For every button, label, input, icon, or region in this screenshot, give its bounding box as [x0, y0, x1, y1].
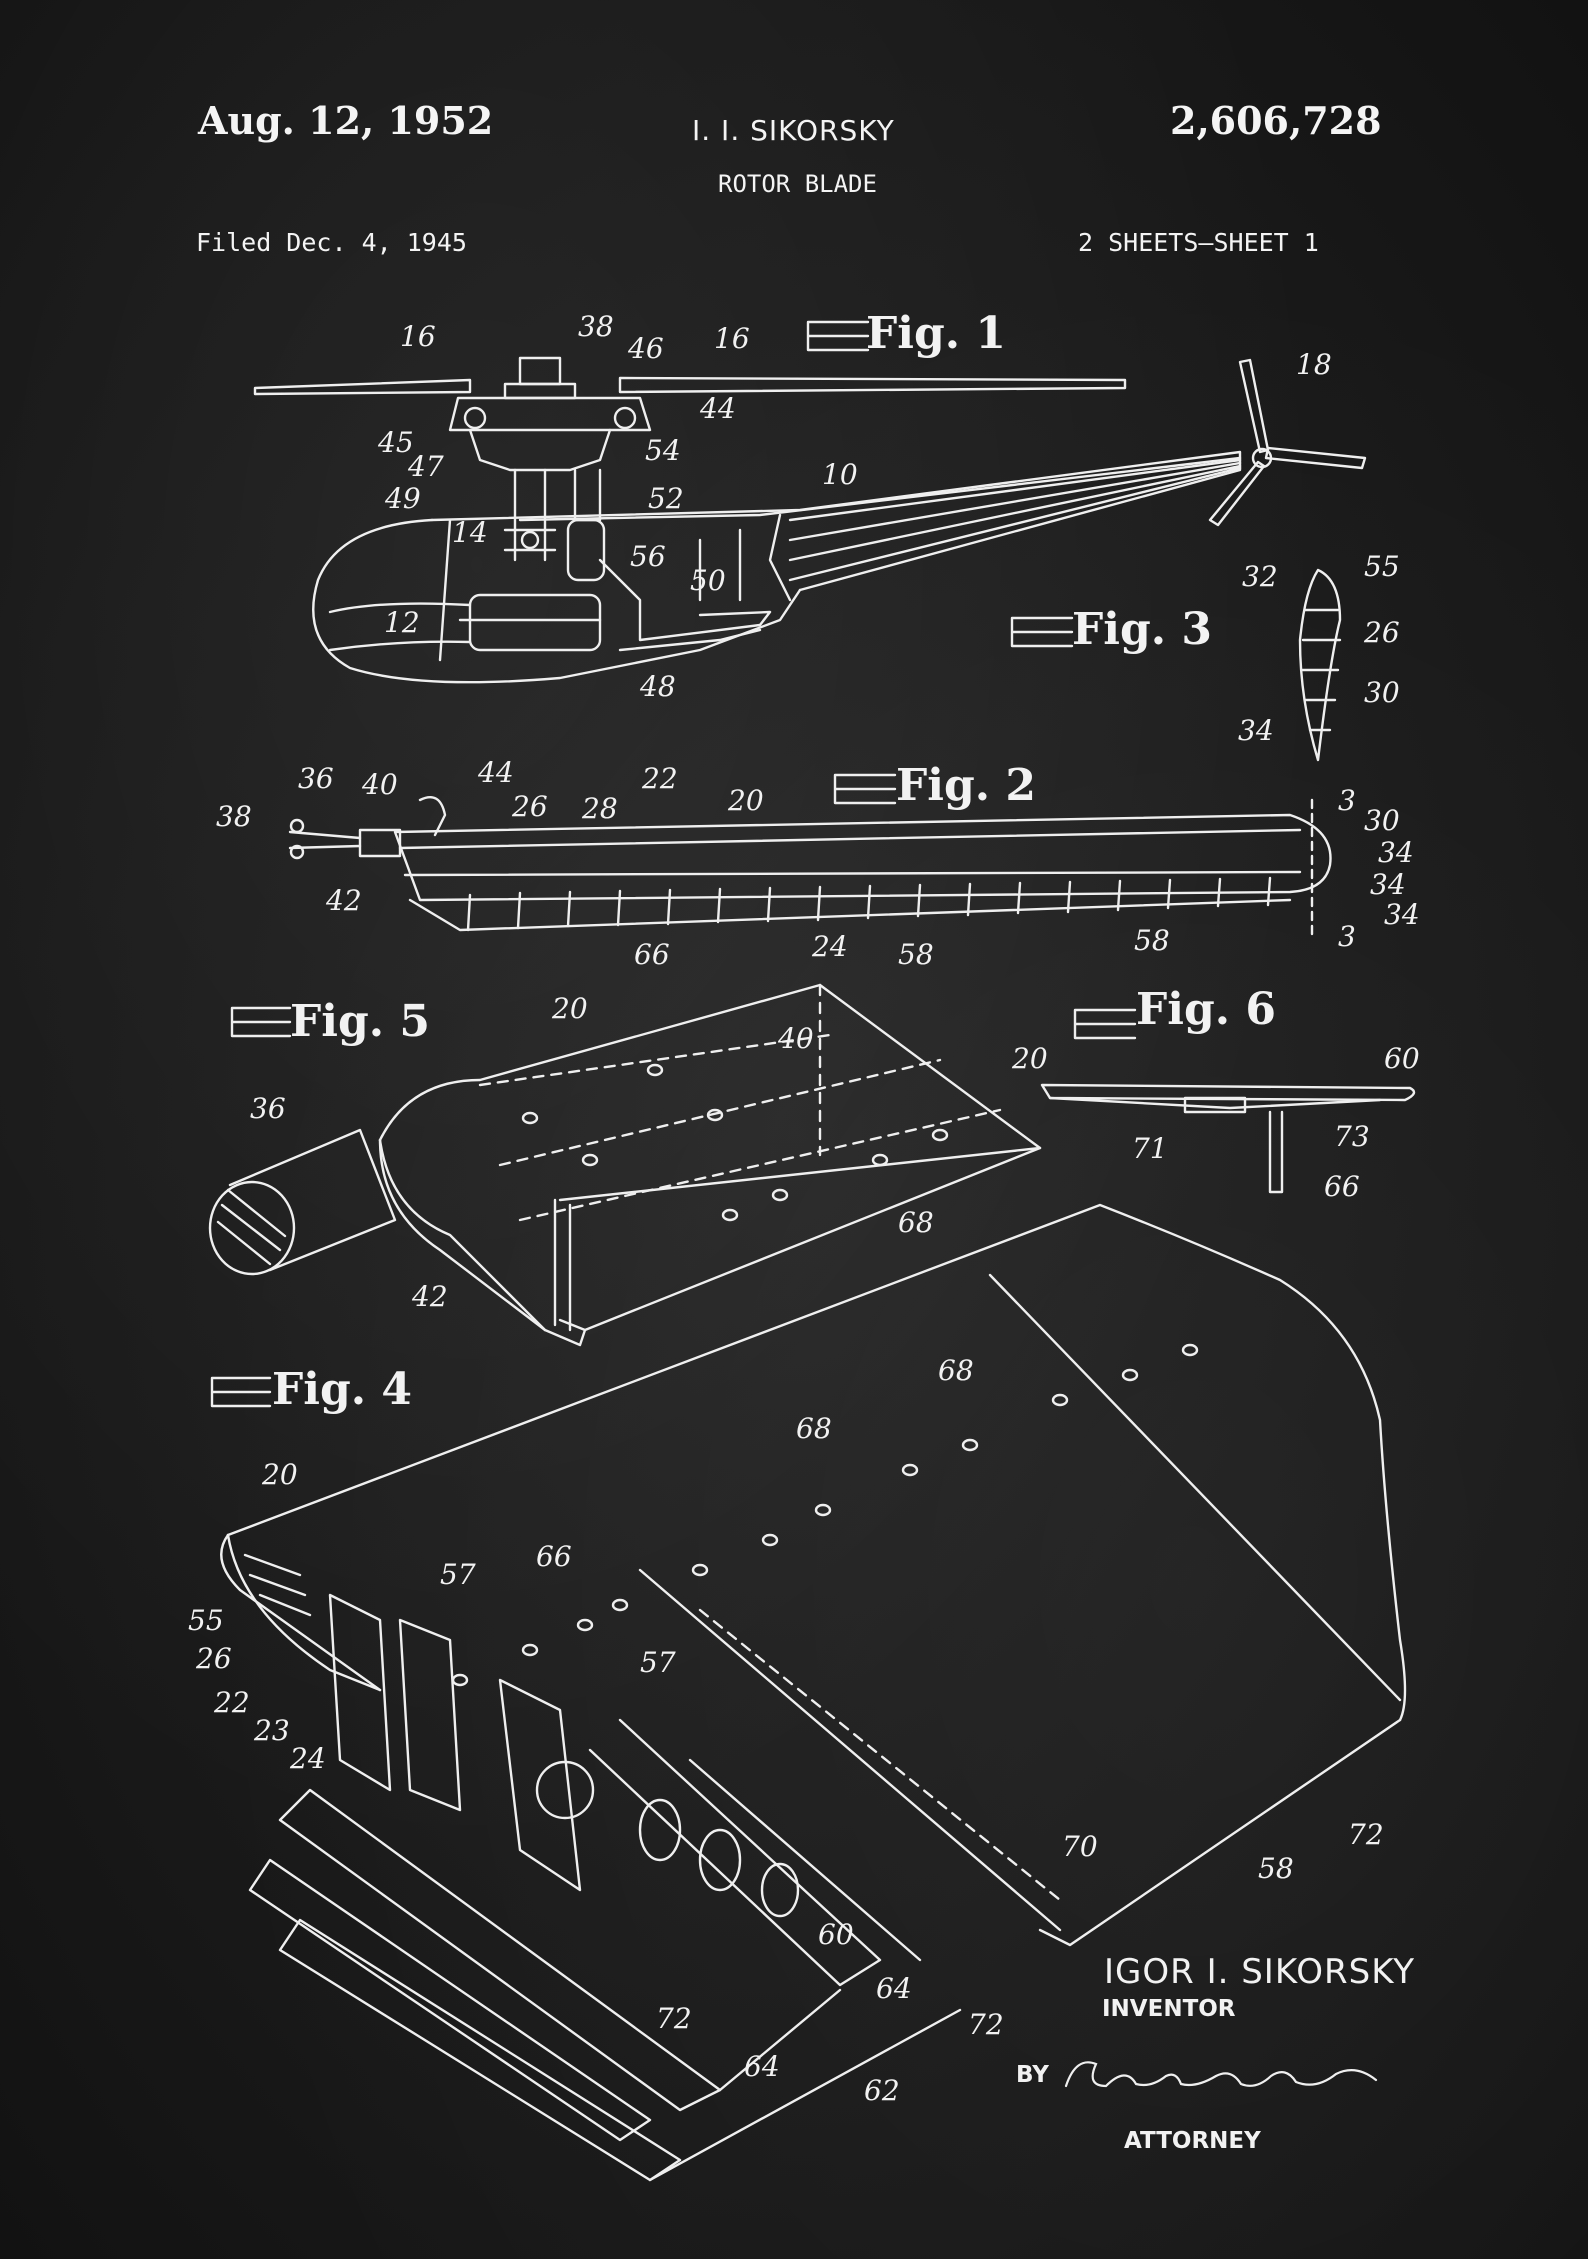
ref-fig1-14: 14	[452, 516, 488, 549]
ref-fig5-36: 36	[250, 1092, 286, 1125]
attorney-signature	[1064, 2061, 1378, 2088]
ref-fig2-30: 30	[1364, 804, 1400, 837]
figure-labels: Fig. 1 Fig. 3 Fig. 2 Fig. 5 Fig. 6 Fig. …	[272, 308, 1276, 1415]
ref-fig4-58: 58	[1258, 1852, 1294, 1885]
ref-fig4-23: 23	[253, 1714, 290, 1747]
ref-fig5-20: 20	[551, 992, 588, 1025]
ref-fig1-38: 38	[578, 310, 614, 343]
ref-fig1-46: 46	[627, 332, 664, 365]
ref-fig2-58a: 58	[898, 938, 934, 971]
ref-fig6-60: 60	[1384, 1042, 1420, 1075]
ref-fig4-66: 66	[536, 1540, 572, 1573]
ref-fig4-57b: 57	[640, 1646, 676, 1679]
fig3-airfoil-section	[1010, 568, 1342, 762]
ref-fig4-72b: 72	[968, 2008, 1004, 2041]
ref-fig4-20: 20	[261, 1458, 298, 1491]
fig1-helicopter	[253, 356, 1367, 684]
ref-fig4-57a: 57	[440, 1558, 476, 1591]
label-fig-4: Fig. 4	[272, 1364, 412, 1415]
ref-fig4-62: 62	[864, 2074, 900, 2107]
ref-fig5-40: 40	[777, 1022, 814, 1055]
attorney-role: ATTORNEY	[1124, 2128, 1261, 2154]
ref-fig2-66: 66	[634, 938, 670, 971]
ref-fig2-3a: 3	[1338, 784, 1356, 817]
ref-fig6-73: 73	[1334, 1120, 1370, 1153]
ref-fig4-26: 26	[195, 1642, 232, 1675]
ref-fig4-64b: 64	[744, 2050, 780, 2083]
label-fig-5: Fig. 5	[290, 996, 430, 1047]
inventor-header: I. I. SIKORSKY	[692, 114, 895, 147]
ref-fig1-56: 56	[630, 540, 666, 573]
ref-fig2-24: 24	[811, 930, 848, 963]
reference-numerals: 16 38 46 16 44 45 47 49 54 52 10 18 14 5…	[188, 310, 1420, 2107]
ref-fig2-40: 40	[361, 768, 398, 801]
ref-fig1-12: 12	[384, 606, 420, 639]
ref-fig5-42: 42	[411, 1280, 448, 1313]
ref-fig3-32: 32	[1242, 560, 1278, 593]
ref-fig6-71: 71	[1132, 1132, 1168, 1165]
ref-fig4-72a: 72	[1348, 1818, 1384, 1851]
ref-fig1-45: 45	[377, 426, 414, 459]
by-label: BY	[1016, 2062, 1049, 2088]
ref-fig4-22: 22	[213, 1686, 250, 1719]
ref-fig3-26: 26	[1363, 616, 1400, 649]
ref-fig3-34: 34	[1238, 714, 1274, 747]
sheet-count: 2 SHEETS—SHEET 1	[1078, 228, 1319, 257]
ref-fig4-24: 24	[289, 1742, 326, 1775]
ref-fig4-70: 70	[1062, 1830, 1098, 1863]
ref-fig3-55: 55	[1364, 550, 1400, 583]
label-fig-2: Fig. 2	[896, 760, 1036, 811]
ref-fig2-26: 26	[511, 790, 548, 823]
ref-fig1-16a: 16	[400, 320, 436, 353]
ref-fig4-68b: 68	[796, 1412, 832, 1445]
fig6-section	[1040, 1008, 1416, 1194]
ref-fig4-60: 60	[818, 1918, 854, 1951]
ref-fig4-55: 55	[188, 1604, 224, 1637]
ref-fig2-58b: 58	[1134, 924, 1170, 957]
ref-fig2-36: 36	[298, 762, 334, 795]
ref-fig1-54: 54	[645, 434, 681, 467]
label-fig-6: Fig. 6	[1136, 984, 1276, 1035]
fig2-blade-planform	[288, 773, 1332, 942]
ref-fig2-34c: 34	[1384, 898, 1420, 931]
ref-fig4-64a: 64	[876, 1972, 912, 2005]
ref-fig1-52: 52	[648, 482, 684, 515]
ref-fig6-20: 20	[1011, 1042, 1048, 1075]
patent-date: Aug. 12, 1952	[198, 98, 494, 143]
ref-fig2-20: 20	[727, 784, 764, 817]
ref-fig1-18: 18	[1296, 348, 1332, 381]
fig4-blade-cutaway	[210, 1203, 1407, 2182]
ref-fig4-68a: 68	[938, 1354, 974, 1387]
ref-fig2-42: 42	[325, 884, 362, 917]
ref-fig1-48: 48	[639, 670, 676, 703]
fig5-root-section	[208, 983, 1042, 1347]
filed-date: Filed Dec. 4, 1945	[196, 228, 467, 257]
ref-fig1-49: 49	[384, 482, 421, 515]
ref-fig1-50: 50	[690, 564, 726, 597]
ref-fig6-66: 66	[1324, 1170, 1360, 1203]
ref-fig2-3b: 3	[1338, 920, 1356, 953]
inventor-name: IGOR I. SIKORSKY	[1104, 1952, 1416, 1992]
ref-fig1-10: 10	[822, 458, 858, 491]
inventor-role: INVENTOR	[1102, 1996, 1236, 2022]
patent-number: 2,606,728	[1170, 98, 1382, 143]
patent-title: ROTOR BLADE	[718, 170, 877, 198]
ref-fig1-16b: 16	[714, 322, 750, 355]
ref-fig2-34a: 34	[1378, 836, 1414, 869]
label-fig-3: Fig. 3	[1072, 604, 1212, 655]
ref-fig3-30: 30	[1364, 676, 1400, 709]
ref-fig1-47: 47	[407, 450, 444, 483]
ref-fig2-28: 28	[581, 792, 618, 825]
fig1-label-frame	[806, 320, 870, 352]
ref-fig1-44: 44	[699, 392, 736, 425]
ref-fig5-68: 68	[898, 1206, 934, 1239]
label-fig-1: Fig. 1	[866, 308, 1006, 359]
ref-fig4-72c: 72	[656, 2002, 692, 2035]
ref-fig2-22: 22	[641, 762, 678, 795]
ref-fig2-34b: 34	[1370, 868, 1406, 901]
ref-fig2-38: 38	[216, 800, 252, 833]
ref-fig2-44: 44	[477, 756, 514, 789]
